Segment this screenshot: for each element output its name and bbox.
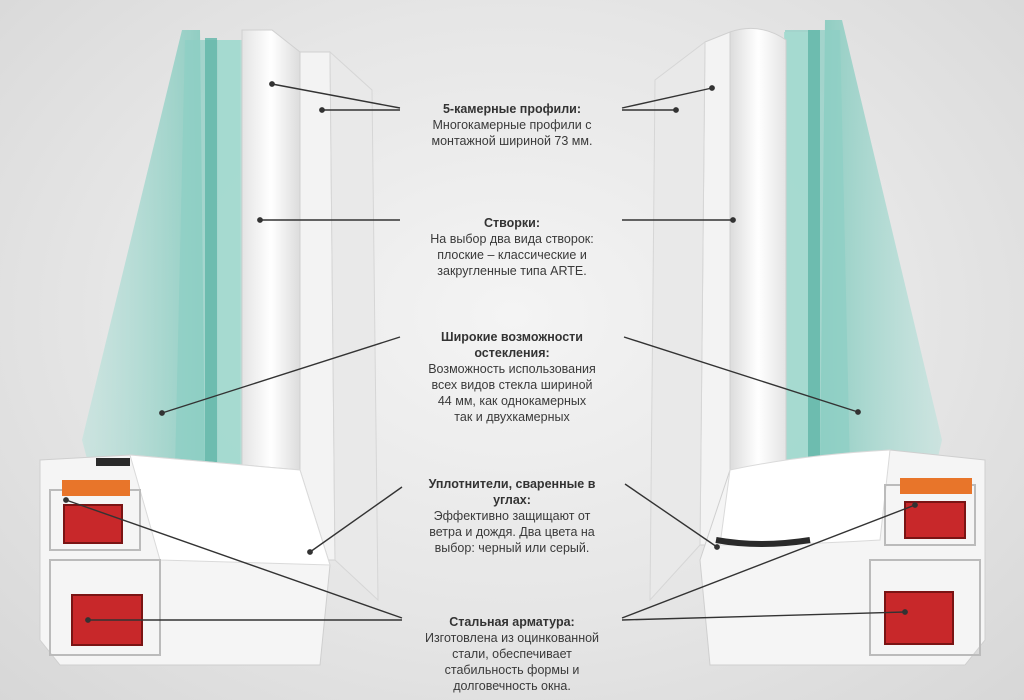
right-insulation — [900, 478, 972, 494]
left-sash-profile — [241, 29, 301, 471]
right-steel-upper — [904, 501, 966, 539]
left-steel-upper — [63, 504, 123, 544]
callout-sashes: Створки: На выбор два вида створок: плос… — [392, 215, 632, 279]
leader-seals-left — [309, 486, 403, 553]
right-sash-profile — [729, 27, 787, 471]
callout-profiles: 5-камерные профили: Многокамерные профил… — [392, 101, 632, 149]
leader-glazing-left — [161, 336, 401, 414]
callout-glazing-text: Возможность использования всех видов сте… — [428, 362, 596, 424]
leader-dot — [730, 217, 736, 223]
callout-steel-text: Изготовлена из оцинкованной стали, обесп… — [424, 631, 600, 693]
right-glass-spacer — [808, 30, 820, 470]
callout-glazing: Широкие возможности остекления: Возможно… — [392, 329, 632, 425]
right-window-section — [649, 20, 986, 666]
leader-steel-right-1 — [621, 504, 916, 619]
leader-dot — [159, 410, 165, 416]
leader-dot — [902, 609, 908, 615]
leader-dot — [85, 617, 91, 623]
right-glass-inner — [784, 32, 808, 470]
callout-profiles-title: 5-камерные профили: — [442, 102, 582, 116]
leader-steel-right-2 — [621, 611, 906, 621]
left-glass-inner — [218, 40, 242, 470]
leader-dot — [912, 502, 918, 508]
leader-dot — [855, 409, 861, 415]
leader-lines — [63, 81, 918, 623]
right-glass-outer — [820, 20, 942, 470]
callout-steel-title: Стальная арматура: — [449, 615, 575, 629]
callout-steel: Стальная арматура: Изготовлена из оцинко… — [392, 614, 632, 694]
right-frame-back — [649, 40, 706, 602]
leader-dot — [673, 107, 679, 113]
left-chamber-2 — [49, 559, 161, 656]
left-frame-profile — [299, 51, 336, 561]
callout-glazing-title: Широкие возможности остекления: — [441, 330, 583, 360]
leader-glazing-right — [623, 336, 859, 413]
right-steel-lower — [884, 591, 954, 645]
left-window-section — [39, 29, 379, 666]
callout-seals: Уплотнители, сваренные в углах: Эффектив… — [392, 476, 632, 556]
leader-dot — [714, 544, 720, 550]
leader-dot — [709, 85, 715, 91]
left-frame-back — [329, 50, 379, 602]
right-seal — [715, 537, 811, 547]
callout-sashes-text: На выбор два вида створок: плоские – кла… — [430, 232, 594, 278]
leader-profiles-left-1 — [271, 83, 401, 109]
left-insulation — [62, 480, 130, 496]
leader-steel-left-1 — [65, 499, 403, 619]
left-glass-outer — [82, 30, 205, 470]
leader-dot — [257, 217, 263, 223]
leader-dot — [269, 81, 275, 87]
callout-sashes-title: Створки: — [483, 216, 541, 230]
left-seal — [96, 458, 130, 466]
right-chamber-2 — [869, 559, 981, 656]
callout-seals-text: Эффективно защищают от ветра и дождя. Дв… — [429, 509, 595, 555]
callout-profiles-text: Многокамерные профили с монтажной ширино… — [431, 118, 593, 148]
leader-dot — [307, 549, 313, 555]
leader-profiles-right-1 — [621, 87, 713, 109]
left-bottom-face — [129, 454, 331, 566]
leader-dot — [63, 497, 69, 503]
leader-dot — [319, 107, 325, 113]
callout-seals-title: Уплотнители, сваренные в углах: — [428, 477, 596, 507]
leader-seals-right — [624, 483, 718, 548]
left-glass-spacer — [205, 38, 217, 470]
